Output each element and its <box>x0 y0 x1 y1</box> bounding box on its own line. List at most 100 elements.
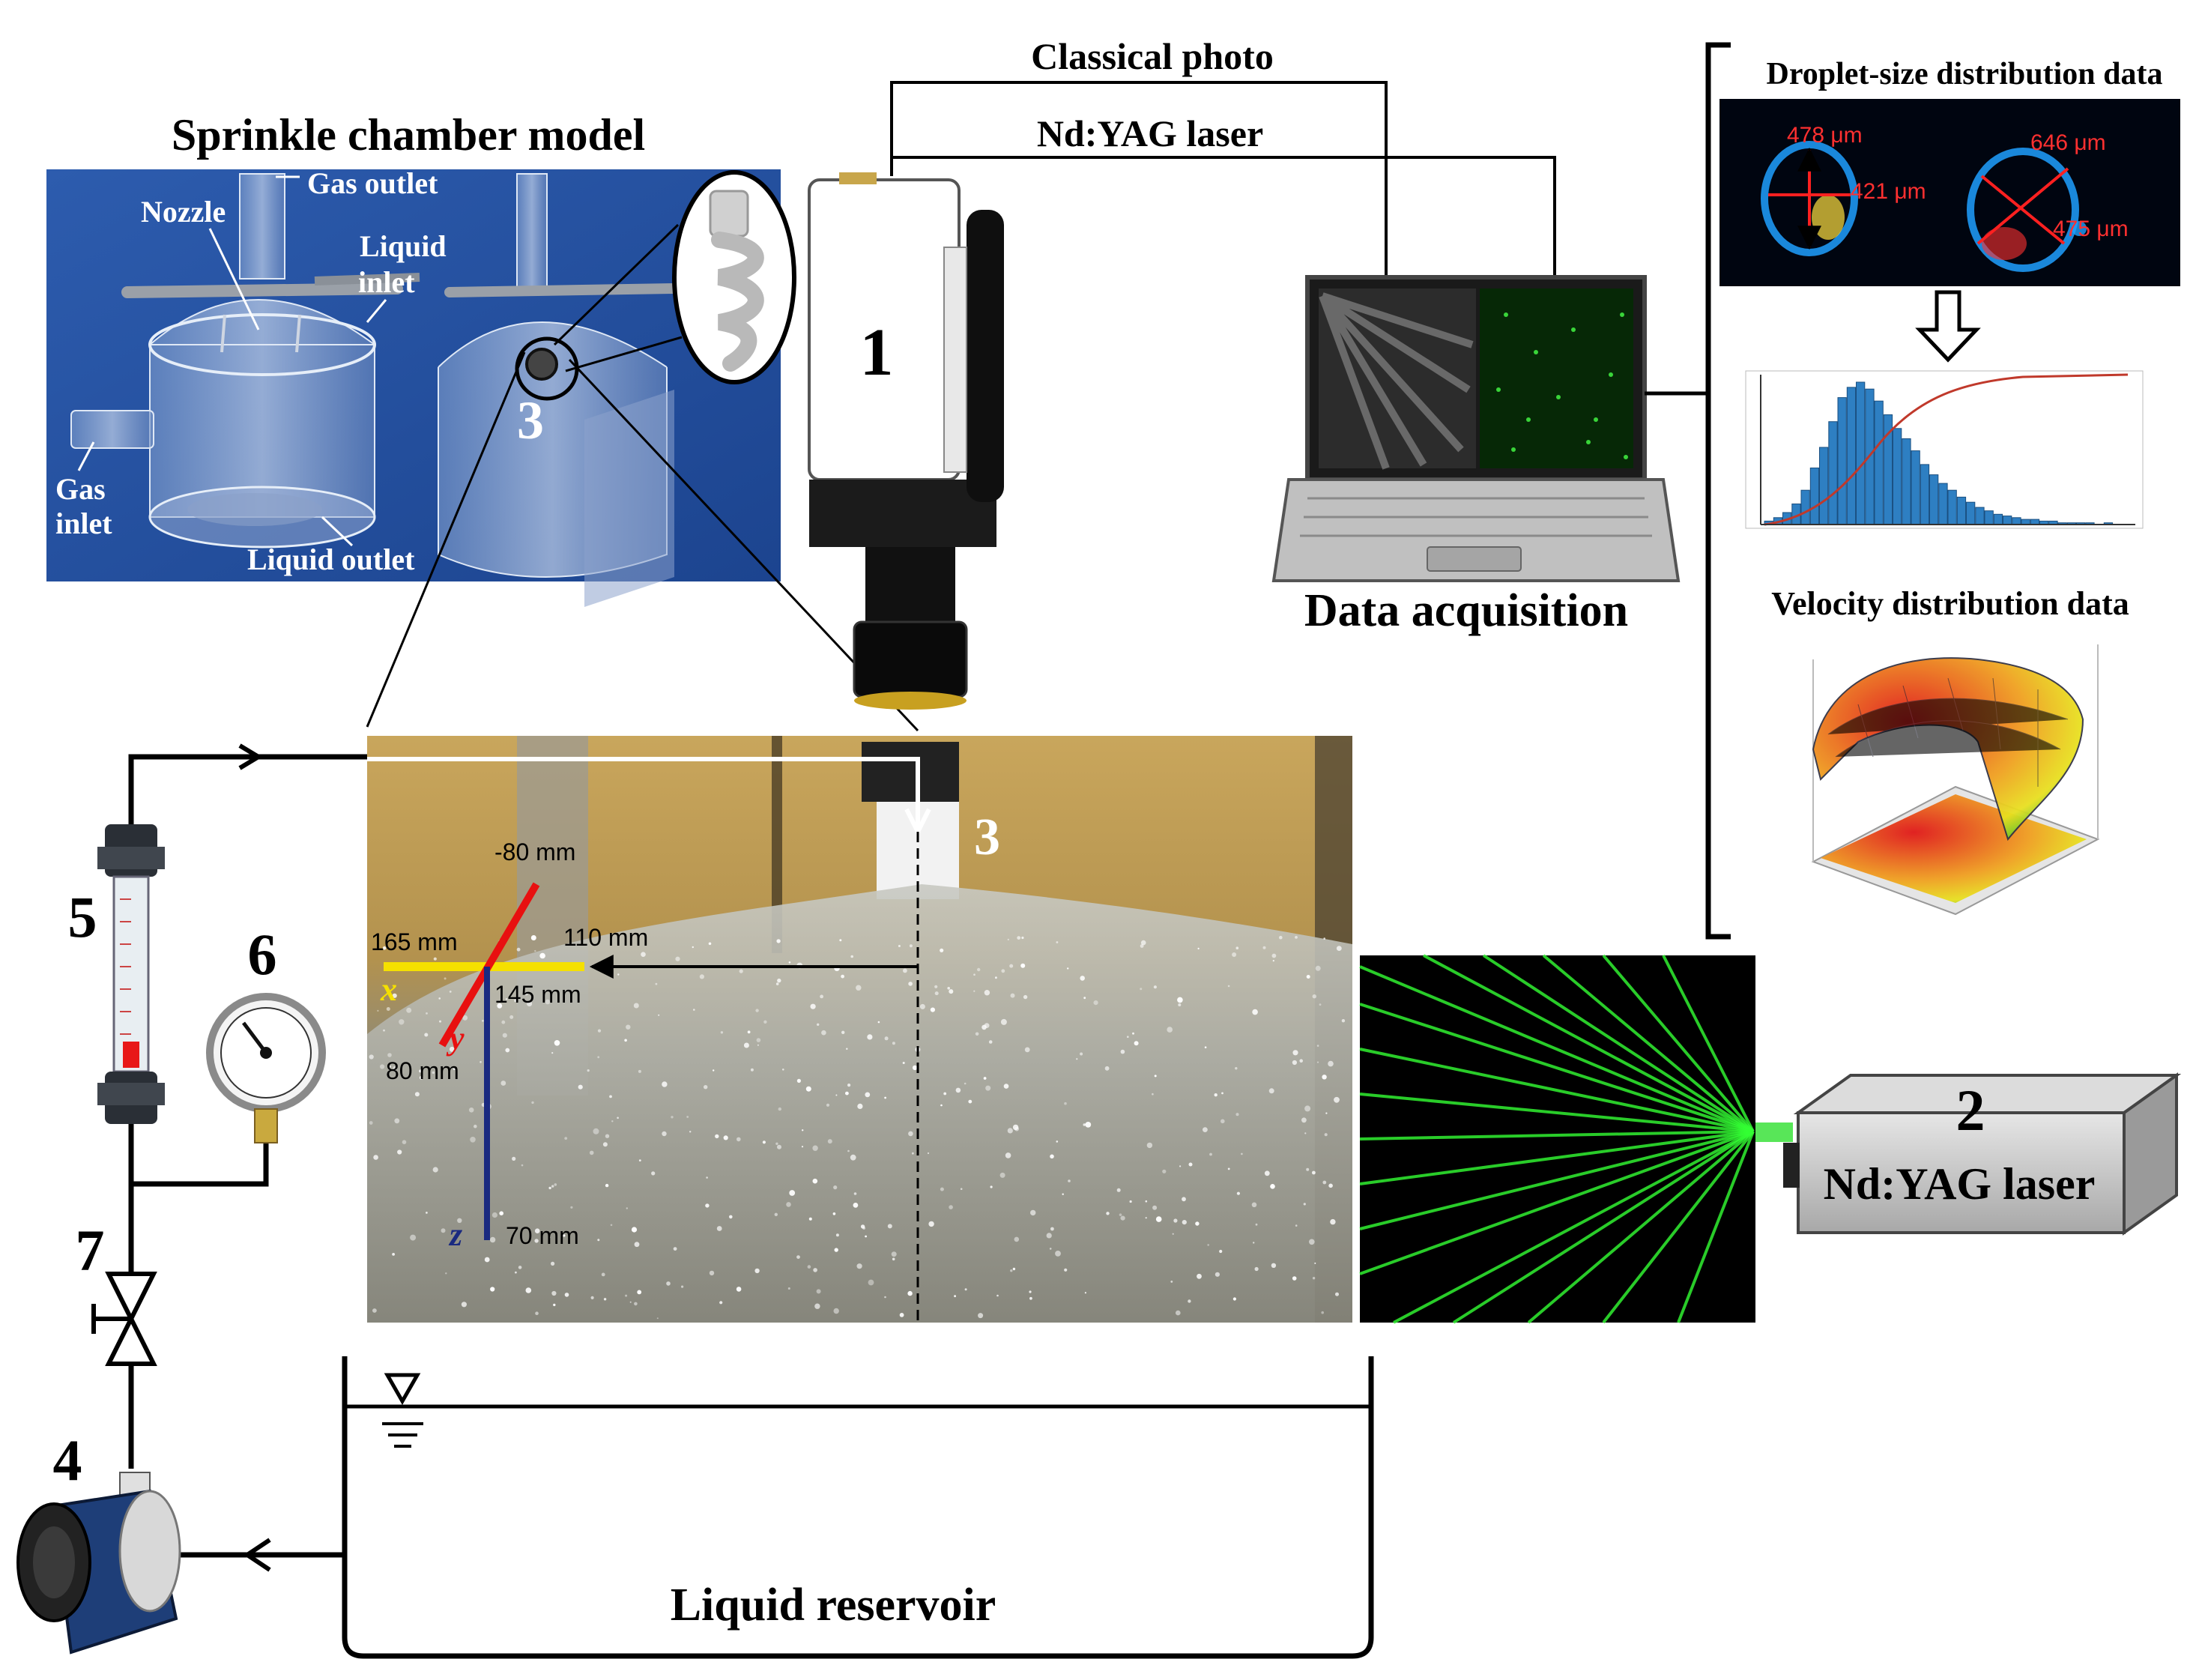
spray-droplet <box>505 998 508 1000</box>
spray-droplet <box>1236 1191 1240 1195</box>
spray-droplet <box>853 1192 857 1195</box>
spray-droplet <box>1215 1272 1220 1277</box>
spray-droplet <box>1080 976 1085 981</box>
spray-droplet <box>410 1234 417 1241</box>
spray-droplet <box>610 1224 613 1227</box>
data-acquisition-title: Data acquisition <box>1304 585 1628 636</box>
flow-arrow-return-icon <box>243 1538 271 1572</box>
spray-droplet <box>605 1134 610 1138</box>
spray-droplet <box>988 1040 993 1044</box>
rotameter: 5 <box>68 824 165 1124</box>
spray-droplet <box>827 1139 832 1144</box>
spray-droplet <box>706 1176 708 1179</box>
spray-droplet <box>990 1185 993 1188</box>
spray-droplet <box>1235 946 1239 949</box>
spray-droplet <box>940 948 944 952</box>
spray-droplet <box>1316 1045 1319 1047</box>
spray-droplet <box>884 1096 886 1099</box>
spray-droplet <box>1179 1165 1182 1167</box>
spray-droplet <box>1334 1096 1340 1103</box>
spray-droplet <box>1312 1170 1316 1175</box>
spray-droplet <box>563 1234 566 1237</box>
spray-droplet <box>919 1003 925 1009</box>
spray-droplet <box>1178 1003 1182 1006</box>
spray-droplet <box>1140 944 1144 948</box>
spray-droplet <box>1299 1059 1303 1063</box>
spray-droplet <box>964 1288 967 1291</box>
spray-droplet <box>775 1142 778 1146</box>
spray-droplet <box>383 1029 385 1032</box>
spray-droplet <box>902 1062 905 1064</box>
spray-droplet <box>1235 1113 1239 1117</box>
spray-droplet <box>805 1086 811 1092</box>
spray-droplet <box>1325 1112 1328 1114</box>
spray-droplet <box>548 1236 551 1239</box>
spray-droplet <box>1292 1060 1297 1066</box>
spray-droplet <box>996 1294 999 1297</box>
spray-droplet <box>1083 1123 1086 1126</box>
spray-droplet <box>590 1296 594 1299</box>
histogram-bar <box>1874 400 1884 525</box>
spray-droplet <box>909 944 913 948</box>
spray-droplet <box>801 1146 804 1148</box>
spray-droplet <box>1076 1058 1078 1060</box>
results-bracket <box>1705 42 1731 940</box>
spray-droplet <box>545 999 551 1005</box>
spray-droplet <box>666 1281 671 1286</box>
spray-droplet <box>833 1185 838 1190</box>
y-axis-bar <box>438 882 540 1048</box>
spray-droplet <box>1007 938 1009 940</box>
spray-droplet <box>641 952 646 957</box>
pump-number-4: 4 <box>53 1427 82 1493</box>
histogram-bar <box>2003 516 2012 525</box>
spray-droplet <box>747 1030 751 1034</box>
spray-droplet <box>833 1308 839 1314</box>
spray-droplet <box>445 1272 447 1275</box>
spray-droplet <box>1152 1205 1158 1210</box>
spray-droplet <box>426 1012 428 1015</box>
spray-droplet <box>796 1255 800 1259</box>
spray-droplet <box>1085 1122 1092 1128</box>
spray-droplet <box>736 1287 742 1292</box>
spray-droplet <box>1132 1032 1134 1035</box>
droplet-label-646: 646 μm <box>2030 130 2106 155</box>
spray-droplet <box>782 1069 784 1071</box>
spray-droplet <box>692 946 694 949</box>
spray-droplet <box>719 1301 723 1305</box>
spray-droplet <box>949 1205 953 1209</box>
spray-droplet <box>1134 1041 1139 1046</box>
spray-droplet <box>1000 1018 1007 1025</box>
liquid-outlet-label: Liquid outlet <box>247 543 415 576</box>
spray-droplet <box>597 1029 602 1033</box>
spray-droplet <box>964 1082 967 1085</box>
spray-droplet <box>1146 1142 1153 1149</box>
spray-droplet <box>1309 1239 1315 1245</box>
spray-droplet <box>1322 1075 1327 1080</box>
spray-droplet <box>603 1298 607 1301</box>
label-165mm: 165 mm <box>371 928 458 955</box>
spray-droplet <box>671 1116 674 1119</box>
spray-droplet <box>978 1313 984 1319</box>
spray-droplet <box>693 1009 695 1011</box>
spray-droplet <box>686 1116 689 1118</box>
spray-droplet <box>656 1317 659 1320</box>
spray-droplet <box>1064 1102 1067 1105</box>
cumulative-curve <box>1764 373 2129 526</box>
spray-droplet <box>629 1301 632 1303</box>
spray-droplet <box>468 1108 474 1113</box>
gas-inlet-label-line1: Gas <box>55 472 106 506</box>
laser-ray <box>1602 1130 1755 1324</box>
spray-droplet <box>554 1040 560 1046</box>
spray-droplet <box>449 991 452 993</box>
spray-droplet <box>1324 1133 1328 1137</box>
spray-droplet <box>484 1257 490 1263</box>
spray-droplet <box>903 968 907 973</box>
spray-droplet <box>634 1302 638 1306</box>
spray-droplet <box>1328 1060 1334 1067</box>
spray-droplet <box>651 1171 656 1176</box>
spray-droplet <box>841 974 844 979</box>
flow-arrow-top-icon <box>238 743 263 770</box>
spray-droplet <box>973 973 976 976</box>
laser-ray <box>1359 1130 1754 1185</box>
gauge-branch-pipe <box>131 1139 269 1187</box>
